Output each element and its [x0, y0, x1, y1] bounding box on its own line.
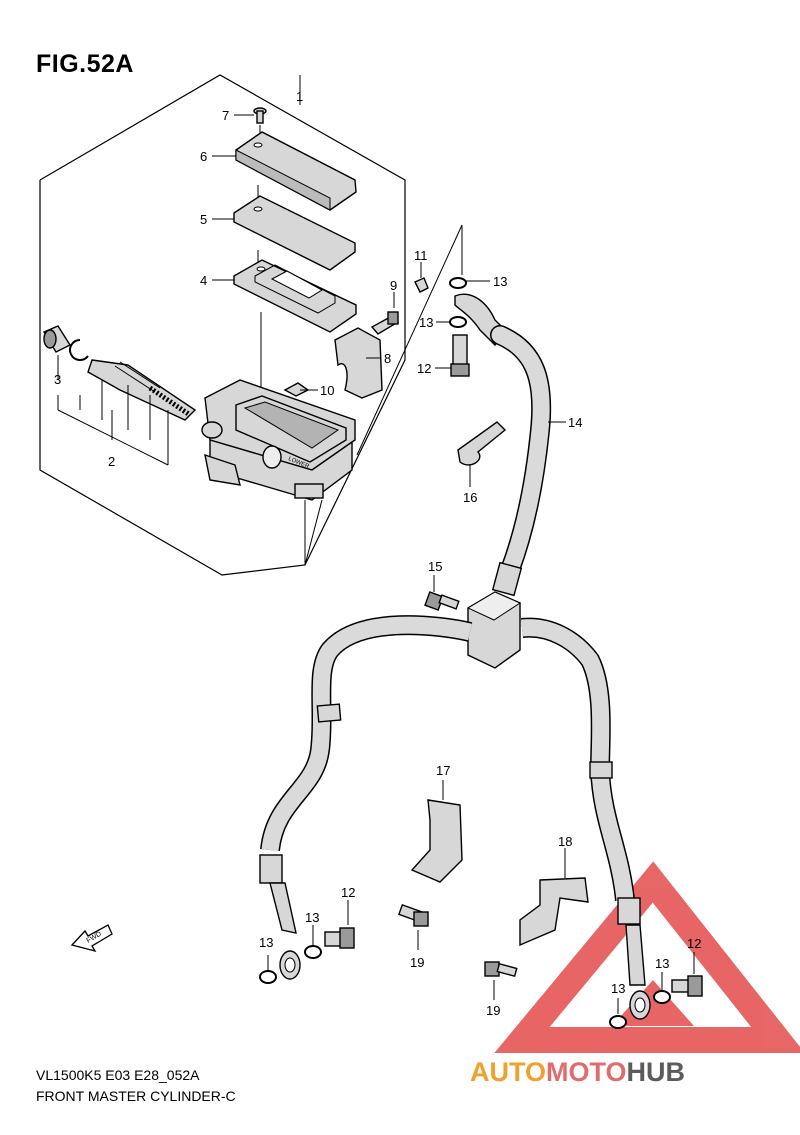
forward-arrow-icon: FWD	[70, 924, 113, 953]
hose-bracket-left	[410, 780, 463, 883]
callout-15: 15	[428, 559, 442, 574]
bracket-bolt-left	[397, 903, 429, 950]
diaphragm-plate	[212, 195, 356, 271]
reservoir-cap	[212, 131, 357, 211]
piston-kit	[42, 325, 197, 466]
callout-12-top: 12	[417, 361, 431, 376]
callout-3: 3	[54, 372, 61, 387]
clamp-washer	[283, 382, 318, 397]
assembly-name: FRONT MASTER CYLINDER-C	[36, 1088, 236, 1104]
left-caliper-fittings	[259, 900, 355, 984]
callout-7: 7	[222, 108, 229, 123]
right-brake-hose	[520, 617, 651, 1020]
callout-1: 1	[296, 89, 303, 104]
handlebar-clamp	[334, 327, 383, 399]
callout-numbers: 1 2 3 4 5 6 7 8 9 10 11 13 13 12 14 15 1…	[54, 89, 701, 1018]
bracket-bolt-right	[484, 961, 518, 1000]
clamp-bolt	[370, 292, 400, 335]
hose-bracket-right	[519, 848, 589, 947]
callout-11: 11	[414, 248, 428, 263]
callout-8: 8	[384, 351, 391, 366]
watermark-hub: HUB	[627, 1057, 686, 1087]
callout-19-left: 19	[410, 955, 424, 970]
callout-18: 18	[558, 834, 572, 849]
callout-12-left: 12	[341, 885, 355, 900]
callout-14: 14	[568, 415, 582, 430]
watermark-logo: AUTOMOTOHUB	[470, 1057, 685, 1087]
callout-4: 4	[200, 273, 207, 288]
upper-brake-hose	[490, 325, 566, 597]
left-brake-hose	[259, 615, 473, 980]
figure-title: FIG.52A	[36, 50, 134, 78]
callout-6: 6	[200, 149, 207, 164]
assembly-frame	[39, 74, 463, 576]
callout-16: 16	[463, 490, 477, 505]
callout-13-left-b: 13	[259, 935, 273, 950]
hose-clamp	[457, 421, 507, 487]
joint-bolt	[424, 575, 460, 611]
watermark-triangle	[494, 861, 800, 1053]
model-code: VL1500K5 E03 E28_052A	[36, 1067, 200, 1083]
three-way-joint	[466, 591, 522, 669]
callout-10: 10	[320, 383, 334, 398]
right-caliper-fittings	[609, 952, 703, 1029]
svg-text:AUTOMOTOHUB: AUTOMOTOHUB	[470, 1057, 685, 1087]
callout-13-right-b: 13	[611, 981, 625, 996]
watermark-auto: AUTO	[470, 1057, 546, 1087]
watermark-moto: MOTO	[546, 1057, 627, 1087]
bleeder-cap	[414, 262, 429, 293]
callout-12-right: 12	[687, 936, 701, 951]
callout-2: 2	[108, 454, 115, 469]
callout-9: 9	[390, 278, 397, 293]
callout-5: 5	[200, 212, 207, 227]
reservoir-diaphragm	[212, 259, 357, 400]
callout-17: 17	[436, 763, 450, 778]
callout-13-right-a: 13	[655, 956, 669, 971]
callout-13-left-a: 13	[305, 910, 319, 925]
callout-13-mid: 13	[419, 315, 433, 330]
master-cylinder-body: LOWER	[201, 379, 356, 501]
callout-13-top: 13	[493, 274, 507, 289]
callout-19-right: 19	[486, 1003, 500, 1018]
